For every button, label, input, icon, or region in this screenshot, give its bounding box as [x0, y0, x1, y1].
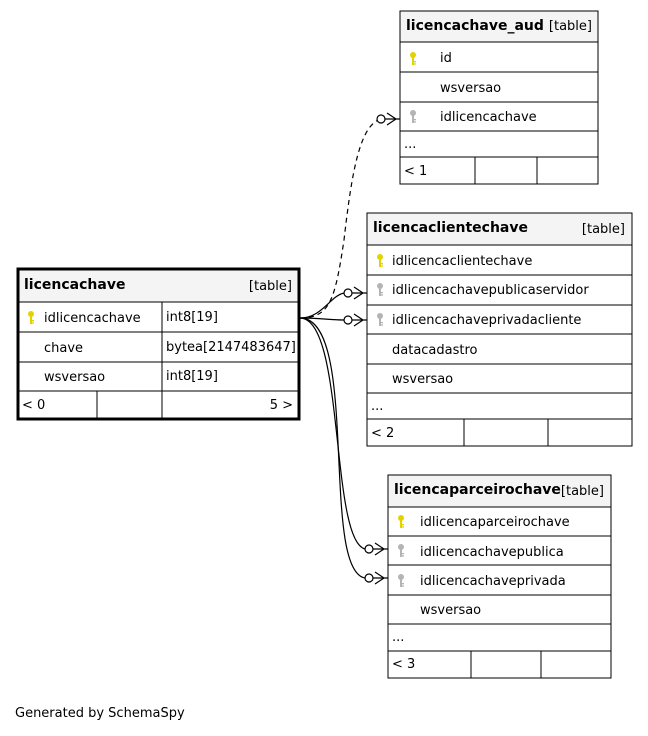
table-licencachave-aud[interactable]: licencachave_aud [table] id wsversao idl…	[399, 10, 599, 185]
more-columns-ellipsis: ...	[392, 630, 404, 645]
column-wsversao[interactable]: wsversao	[44, 370, 105, 385]
table-title[interactable]: licencaparceirochave	[394, 482, 561, 498]
column-idlicencachavepublicaservidor[interactable]: idlicencachavepublicaservidor	[392, 283, 589, 298]
more-columns-ellipsis: ...	[404, 137, 416, 152]
column-wsversao[interactable]: wsversao	[420, 603, 481, 618]
parents-count[interactable]: < 1	[404, 164, 427, 179]
edge-parceiro-publica-to-licencachave	[299, 317, 366, 550]
edge-cliente-publica-to-licencachave	[299, 292, 345, 319]
table-kind-label: [table]	[561, 484, 604, 499]
edge-parceiro-privada-to-licencachave	[299, 317, 366, 579]
edge-aud-to-licencachave	[299, 118, 382, 319]
table-licencaparceirochave[interactable]: licencaparceirochave [table] idlicencapa…	[387, 474, 612, 679]
table-title[interactable]: licencaclientechave	[373, 220, 528, 236]
relationship-edges	[299, 118, 382, 579]
more-columns-ellipsis: ...	[371, 399, 383, 414]
table-header	[388, 475, 611, 507]
column-idlicencachave[interactable]: idlicencachave	[44, 311, 141, 326]
column-idlicencachaveprivadacliente[interactable]: idlicencachaveprivadacliente	[392, 313, 581, 328]
generated-by-note: Generated by SchemaSpy	[15, 706, 185, 721]
table-header	[367, 213, 632, 245]
column-type: int8[19]	[166, 369, 218, 384]
column-wsversao[interactable]: wsversao	[392, 372, 453, 387]
parents-count[interactable]: < 3	[392, 657, 415, 672]
column-idlicencachavepublica[interactable]: idlicencachavepublica	[420, 545, 564, 560]
column-idlicencaparceirochave[interactable]: idlicencaparceirochave	[420, 515, 570, 530]
table-licencachave[interactable]: licencachave [table] idlicencachave int8…	[16, 267, 301, 421]
column-type: bytea[2147483647]	[166, 340, 296, 355]
crowfoot-parceiro-publica	[364, 542, 388, 556]
column-datacadastro[interactable]: datacadastro	[392, 343, 478, 358]
table-header	[400, 11, 598, 42]
column-wsversao[interactable]: wsversao	[440, 81, 501, 96]
table-kind-label: [table]	[249, 279, 292, 294]
column-idlicencachave[interactable]: idlicencachave	[440, 110, 537, 125]
crowfoot-aud	[376, 112, 400, 126]
table-kind-label: [table]	[549, 19, 592, 34]
edge-endings	[343, 112, 400, 585]
table-title[interactable]: licencachave	[24, 277, 125, 293]
column-idlicencaclientechave[interactable]: idlicencaclientechave	[392, 254, 532, 269]
crowfoot-cliente-publica	[343, 286, 367, 300]
crowfoot-parceiro-privada	[364, 571, 388, 585]
column-id[interactable]: id	[440, 51, 452, 66]
crowfoot-cliente-privada	[343, 313, 367, 327]
column-idlicencachaveprivada[interactable]: idlicencachaveprivada	[420, 574, 566, 589]
column-type: int8[19]	[166, 310, 218, 325]
children-count[interactable]: 5 >	[270, 398, 293, 413]
table-licencaclientechave[interactable]: licencaclientechave [table] idlicencacli…	[366, 212, 633, 447]
column-chave[interactable]: chave	[44, 341, 83, 356]
table-header	[19, 270, 298, 302]
table-title[interactable]: licencachave_aud	[406, 18, 544, 34]
parents-count[interactable]: < 2	[371, 426, 394, 441]
parents-count[interactable]: < 0	[22, 398, 45, 413]
table-kind-label: [table]	[582, 222, 625, 237]
